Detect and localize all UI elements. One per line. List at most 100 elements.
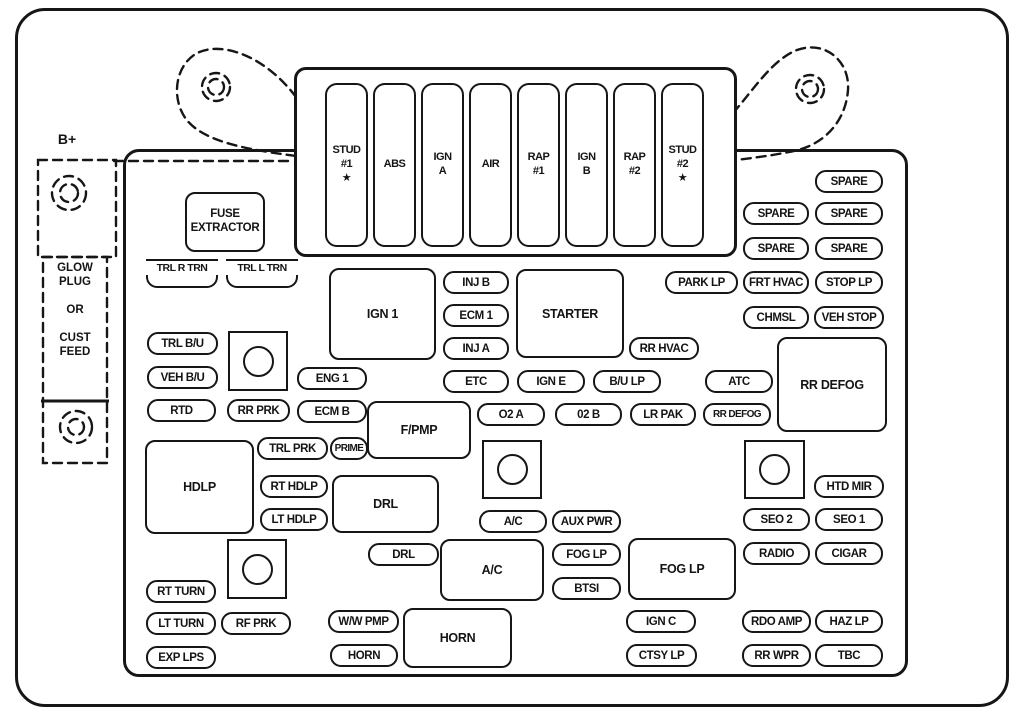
fuse-spare-3: SPARE: [815, 202, 883, 225]
fuse-abs: ABS: [373, 83, 416, 247]
relay-hdlp: HDLP: [145, 440, 254, 534]
fuse-ecm-b: ECM B: [297, 400, 367, 423]
fuse-lt-hdlp: LT HDLP: [260, 508, 328, 531]
fuse-fog-lp: FOG LP: [552, 543, 621, 566]
fuse-rdo-amp: RDO AMP: [742, 610, 811, 633]
fuse-veh-bu: VEH B/U: [147, 366, 218, 389]
left-mount-bolt-outer: [200, 71, 232, 103]
relay-socket-circle: [242, 345, 274, 377]
fuse-tbc: TBC: [815, 644, 883, 667]
diagram-outer-border: [15, 8, 1009, 707]
fuse-radio: RADIO: [743, 542, 810, 565]
glow-bolt-outer: [58, 409, 94, 445]
glow-plug-dashed-box: [41, 255, 109, 465]
battery-label: B+: [57, 131, 77, 147]
fuse-rr-prk: RR PRK: [227, 399, 290, 422]
right-mount-bolt-inner: [800, 79, 820, 99]
relay-socket-4: [744, 440, 805, 499]
relay-drl: DRL: [332, 475, 439, 533]
fuse-seo-2: SEO 2: [743, 508, 810, 531]
battery-bolt-inner: [58, 182, 80, 204]
socket-bracket: [226, 275, 298, 288]
socket-trl-r-trn: TRL R TRN: [146, 259, 218, 288]
fuse-stud2: STUD #2 ★: [661, 83, 704, 247]
fuse-veh-stop: VEH STOP: [814, 306, 884, 329]
relay-fuel-pump: F/PMP: [367, 401, 471, 459]
fuse-stop-lp: STOP LP: [815, 271, 883, 294]
left-mount-tab-outline: [175, 47, 298, 158]
fuse-ign-b: IGN B: [565, 83, 608, 247]
fuse-ww-pmp: W/W PMP: [328, 610, 399, 633]
fuse-horn: HORN: [330, 644, 398, 667]
glow-plug-panel-label: GLOW PLUG OR CUST FEED: [57, 262, 93, 359]
fuse-spare-4: SPARE: [743, 237, 809, 260]
fuse-spare-1: SPARE: [815, 170, 883, 193]
fuse-inj-a: INJ A: [443, 337, 509, 360]
relay-socket-circle: [496, 454, 528, 485]
fuse-ac: A/C: [479, 510, 547, 533]
socket-trl-l-trn: TRL L TRN: [226, 259, 298, 288]
fuse-aux-pwr: AUX PWR: [552, 510, 621, 533]
relay-socket-3: [482, 440, 542, 499]
right-mount-bolt-outer: [794, 73, 826, 105]
fuse-extractor: FUSE EXTRACTOR: [185, 192, 265, 252]
fuse-rr-hvac: RR HVAC: [629, 337, 699, 360]
fuse-lr-pak: LR PAK: [630, 403, 696, 426]
fuse-rt-turn: RT TURN: [146, 580, 216, 603]
fuse-ign-e: IGN E: [517, 370, 585, 393]
fuse-rt-hdlp: RT HDLP: [260, 475, 328, 498]
fuse-seo-1: SEO 1: [815, 508, 883, 531]
right-mount-tab-outline: [731, 46, 850, 162]
fuse-rap2: RAP #2: [613, 83, 656, 247]
fuse-eng-1: ENG 1: [297, 367, 367, 390]
relay-socket-1: [228, 331, 288, 391]
fuse-trl-bu: TRL B/U: [147, 332, 218, 355]
fuse-drl: DRL: [368, 543, 439, 566]
relay-starter: STARTER: [516, 269, 624, 358]
fuse-ecm-1: ECM 1: [443, 304, 509, 327]
fuse-ign-c: IGN C: [626, 610, 696, 633]
fuse-bu-lp: B/U LP: [593, 370, 661, 393]
fuse-spare-5: SPARE: [815, 237, 883, 260]
fuse-btsi: BTSI: [552, 577, 621, 600]
fuse-ign-a: IGN A: [421, 83, 464, 247]
relay-socket-circle: [241, 553, 273, 585]
fuse-chmsl: CHMSL: [743, 306, 809, 329]
fuse-ign-1: IGN 1: [329, 268, 436, 360]
fuse-stud1: STUD #1 ★: [325, 83, 368, 247]
fuse-lt-turn: LT TURN: [146, 612, 216, 635]
fuse-haz-lp: HAZ LP: [815, 610, 883, 633]
fuse-trl-prk: TRL PRK: [257, 437, 328, 460]
fuse-exp-lps: EXP LPS: [146, 646, 216, 669]
fuse-rf-prk: RF PRK: [221, 612, 291, 635]
relay-fog-lp: FOG LP: [628, 538, 736, 600]
fuse-rr-wpr: RR WPR: [742, 644, 811, 667]
fuse-rr-defog: RR DEFOG: [703, 403, 771, 426]
fuse-prime: PRIME: [330, 437, 368, 460]
relay-rr-defog: RR DEFOG: [777, 337, 887, 432]
fuse-rap1: RAP #1: [517, 83, 560, 247]
fuse-air: AIR: [469, 83, 512, 247]
fuse-frt-hvac: FRT HVAC: [743, 271, 809, 294]
fuse-o2-b: 02 B: [555, 403, 622, 426]
glow-bolt-inner: [66, 417, 86, 437]
relay-socket-2: [227, 539, 287, 599]
fuse-park-lp: PARK LP: [665, 271, 738, 294]
fuse-spare-2: SPARE: [743, 202, 809, 225]
battery-bolt-outer: [50, 174, 88, 212]
fuse-inj-b: INJ B: [443, 271, 509, 294]
left-mount-bolt-inner: [206, 77, 226, 97]
relay-socket-circle: [759, 454, 790, 485]
socket-bracket: [146, 275, 218, 288]
fuse-o2-a: O2 A: [477, 403, 545, 426]
top-fuse-block: STUD #1 ★ ABS IGN A AIR RAP #1 IGN B RAP…: [294, 67, 737, 257]
fuse-cigar: CIGAR: [815, 542, 883, 565]
relay-ac: A/C: [440, 539, 544, 601]
fuse-ctsy-lp: CTSY LP: [626, 644, 697, 667]
fuse-etc: ETC: [443, 370, 509, 393]
relay-horn: HORN: [403, 608, 512, 668]
fuse-atc: ATC: [705, 370, 773, 393]
